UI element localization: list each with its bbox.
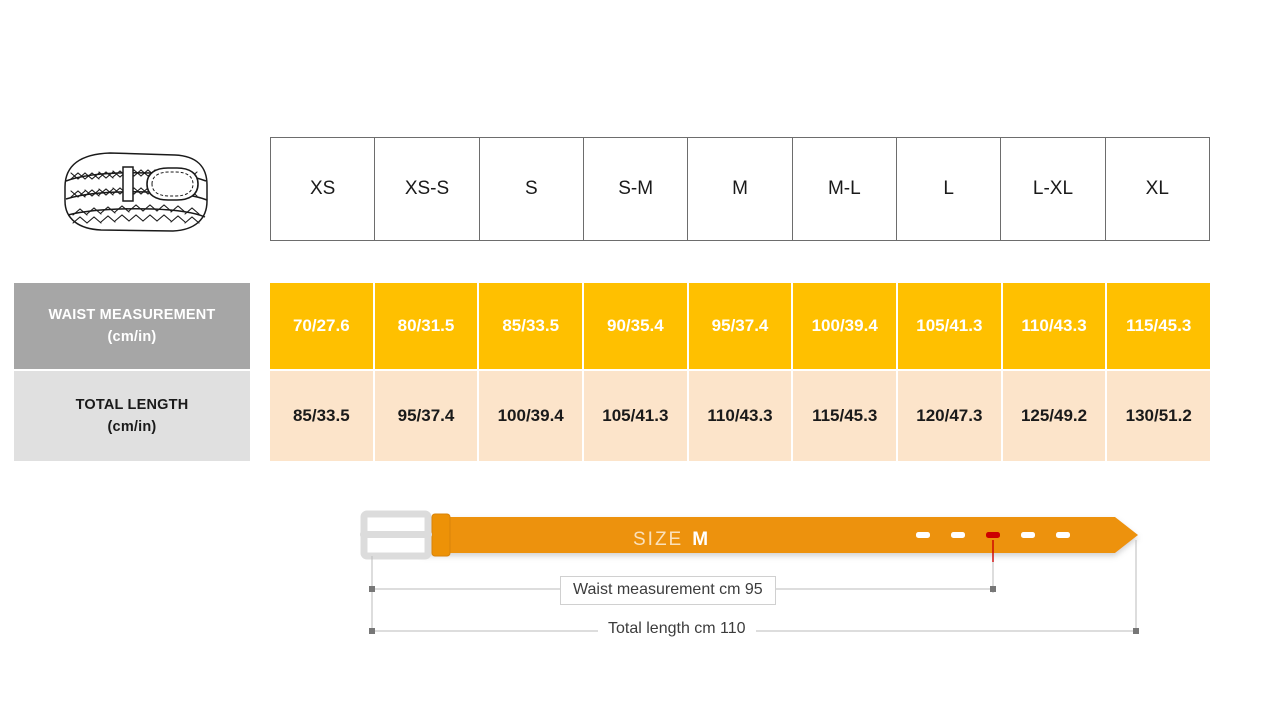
belt-size-caption: SIZE M <box>633 529 708 551</box>
total-length-value-cell: 125/49.2 <box>1002 371 1108 461</box>
belt-holes <box>916 532 1070 538</box>
waist-label-line2: (cm/in) <box>107 329 157 345</box>
total-length-label-line2: (cm/in) <box>107 419 157 435</box>
total-length-value-cells: 85/33.5 95/37.4 100/39.4 105/41.3 110/43… <box>270 371 1211 461</box>
buckle-prong-bar <box>360 531 432 538</box>
size-column-header: M <box>688 138 793 240</box>
waist-value-cell: 110/43.3 <box>1002 283 1108 369</box>
size-header-table: XS XS-S S S-M M M-L L L-XL XL <box>270 137 1210 241</box>
belt-keeper-loop <box>431 513 451 557</box>
waist-value-cell: 105/41.3 <box>898 283 1003 369</box>
waist-value-cell: 70/27.6 <box>270 283 375 369</box>
total-length-label-line1: TOTAL LENGTH <box>75 396 189 413</box>
total-length-value-cell: 95/37.4 <box>374 371 480 461</box>
size-column-header: L-XL <box>1001 138 1106 240</box>
belt-hole <box>1021 532 1035 538</box>
belt-hole <box>916 532 930 538</box>
total-length-label: TOTAL LENGTH (cm/in) <box>14 371 250 461</box>
total-length-value-cell: 115/45.3 <box>793 371 899 461</box>
waist-value-cell: 115/45.3 <box>1107 283 1211 369</box>
waist-value-cell: 95/37.4 <box>688 283 794 369</box>
waist-label-line1: WAIST MEASUREMENT <box>48 306 216 323</box>
belt-size-value: M <box>692 529 709 550</box>
waist-value-cell: 100/39.4 <box>793 283 899 369</box>
total-length-value-cell: 110/43.3 <box>688 371 794 461</box>
size-column-header: XL <box>1145 178 1169 199</box>
waist-value-cell: 85/33.5 <box>479 283 585 369</box>
waist-measurement-label: WAIST MEASUREMENT (cm/in) <box>14 283 250 369</box>
belt-hole <box>1056 532 1070 538</box>
belt-strap <box>422 517 1138 553</box>
waist-dimension-label: Waist measurement cm 95 <box>560 576 776 605</box>
product-icon <box>55 143 215 241</box>
belt-hole-active <box>986 532 1000 538</box>
waist-value-cells: 70/27.6 80/31.5 85/33.5 90/35.4 95/37.4 … <box>270 283 1211 369</box>
row-gap <box>250 283 270 369</box>
total-length-value-cell: 130/51.2 <box>1107 371 1211 461</box>
total-length-dimension-label: Total length cm 110 <box>598 618 756 640</box>
total-length-value-cell: 105/41.3 <box>584 371 689 461</box>
waist-measurement-row: WAIST MEASUREMENT (cm/in) 70/27.6 80/31.… <box>14 283 1211 369</box>
total-length-value-cell: 100/39.4 <box>479 371 585 461</box>
size-column-header: S <box>480 138 584 240</box>
belt-buckle <box>360 510 432 560</box>
row-gap <box>250 371 270 461</box>
total-length-value-cell: 85/33.5 <box>270 371 375 461</box>
size-column-header: M-L <box>793 138 897 240</box>
size-column-header: XS-S <box>375 138 480 240</box>
size-column-header: XS <box>271 138 376 240</box>
belt-size-label: SIZE <box>633 529 684 550</box>
size-column-header: S-M <box>584 138 689 240</box>
total-length-value-cell: 120/47.3 <box>898 371 1003 461</box>
total-length-row: TOTAL LENGTH (cm/in) 85/33.5 95/37.4 100… <box>14 371 1211 461</box>
waist-value-cell: 90/35.4 <box>584 283 689 369</box>
belt-hole <box>951 532 965 538</box>
size-column-header: L <box>897 138 1002 240</box>
braided-belt-illustration <box>64 152 208 232</box>
waist-value-cell: 80/31.5 <box>374 283 480 369</box>
